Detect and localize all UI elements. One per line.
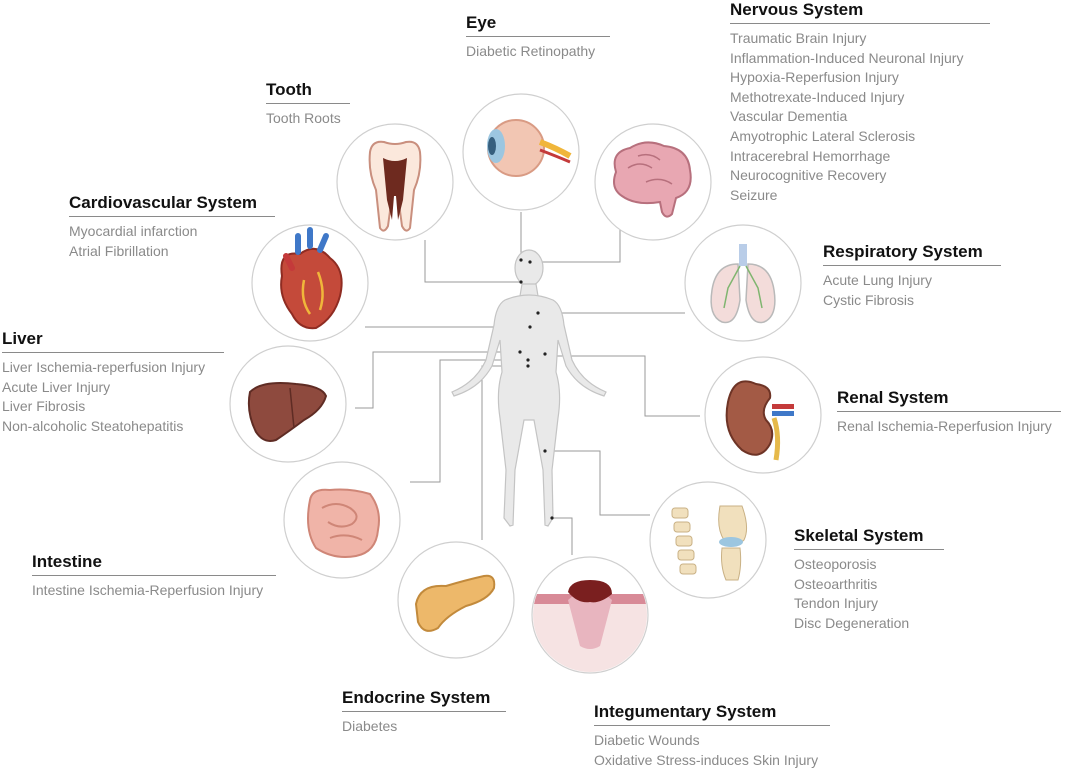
nervous-item-6: Intracerebral Hemorrhage: [730, 147, 891, 164]
renal-item-0: Renal Ischemia-Reperfusion Injury: [837, 418, 1052, 434]
tooth-item-0: Tooth Roots: [266, 110, 341, 126]
liver-title: Liver: [2, 329, 224, 353]
nervous-item-8: Seizure: [730, 186, 778, 203]
intestine-group: Intestine Intestine Ischemia-Reperfusion…: [32, 552, 276, 601]
liver-group: Liver Liver Ischemia-reperfusion Injury …: [2, 329, 224, 436]
eye-item-0: Diabetic Retinopathy: [466, 43, 596, 59]
nervous-item-1: Inflammation-Induced Neuronal Injury: [730, 49, 964, 66]
respiratory-item-0: Acute Lung Injury: [823, 272, 932, 288]
liver-item-0: Liver Ischemia-reperfusion Injury: [2, 359, 206, 375]
cardio-item-1: Atrial Fibrillation: [69, 242, 169, 259]
cardio-item-0: Myocardial infarction: [69, 223, 198, 239]
human-body-silhouette: [451, 249, 607, 527]
tooth-icon: [368, 140, 422, 232]
nervous-item-0: Traumatic Brain Injury: [730, 30, 867, 46]
endocrine-title: Endocrine System: [342, 688, 506, 712]
skeletal-item-0: Osteoporosis: [794, 556, 877, 572]
liver-item-1: Acute Liver Injury: [2, 378, 111, 395]
nervous-group: Nervous System Traumatic Brain Injury In…: [730, 0, 990, 205]
skeletal-title: Skeletal System: [794, 526, 944, 550]
eye-icon: [487, 119, 572, 177]
nervous-item-7: Neurocognitive Recovery: [730, 167, 887, 184]
integumentary-item-1: Oxidative Stress-induces Skin Injury: [594, 751, 819, 768]
tooth-title: Tooth: [266, 80, 350, 104]
nervous-item-2: Hypoxia-Reperfusion Injury: [730, 69, 899, 86]
nervous-title: Nervous System: [730, 0, 990, 24]
renal-group: Renal System Renal Ischemia-Reperfusion …: [837, 388, 1061, 437]
spine-knee-icon: [671, 505, 748, 581]
lungs-circle: [684, 224, 802, 342]
liver-icon: [247, 382, 328, 442]
respiratory-item-1: Cystic Fibrosis: [823, 291, 915, 308]
tooth-group: Tooth Tooth Roots: [266, 80, 350, 129]
brain-icon: [613, 141, 692, 218]
integumentary-item-0: Diabetic Wounds: [594, 732, 700, 748]
nervous-item-4: Vascular Dementia: [730, 108, 848, 125]
skin-wound-icon: [533, 580, 647, 672]
lungs-icon: [710, 244, 776, 324]
kidney-icon: [725, 380, 794, 461]
skeletal-item-2: Tendon Injury: [794, 595, 879, 612]
endocrine-item-0: Diabetes: [342, 718, 398, 734]
skeletal-group: Skeletal System Osteoporosis Osteoarthri…: [794, 526, 944, 633]
cardio-title: Cardiovascular System: [69, 193, 275, 217]
heart-icon: [280, 227, 343, 330]
respiratory-title: Respiratory System: [823, 242, 1001, 266]
nervous-item-5: Amyotrophic Lateral Sclerosis: [730, 127, 916, 144]
intestine-title: Intestine: [32, 552, 276, 576]
intestine-item-0: Intestine Ischemia-Reperfusion Injury: [32, 582, 264, 598]
skeletal-item-1: Osteoarthritis: [794, 575, 878, 592]
cardio-group: Cardiovascular System Myocardial infarct…: [69, 193, 275, 261]
integumentary-title: Integumentary System: [594, 702, 830, 726]
pancreas-icon: [414, 574, 496, 632]
nervous-item-3: Methotrexate-Induced Injury: [730, 88, 905, 105]
intestine-icon: [307, 488, 380, 558]
liver-item-3: Non-alcoholic Steatohepatitis: [2, 417, 184, 434]
skeletal-item-3: Disc Degeneration: [794, 614, 910, 631]
integumentary-group: Integumentary System Diabetic Wounds Oxi…: [594, 702, 830, 768]
eye-group: Eye Diabetic Retinopathy: [466, 13, 610, 62]
endocrine-group: Endocrine System Diabetes: [342, 688, 506, 737]
anchor-dots: [518, 258, 554, 520]
renal-title: Renal System: [837, 388, 1061, 412]
respiratory-group: Respiratory System Acute Lung Injury Cys…: [823, 242, 1001, 310]
skeletal-circle: [649, 481, 767, 599]
liver-item-2: Liver Fibrosis: [2, 398, 86, 415]
eye-title: Eye: [466, 13, 610, 37]
